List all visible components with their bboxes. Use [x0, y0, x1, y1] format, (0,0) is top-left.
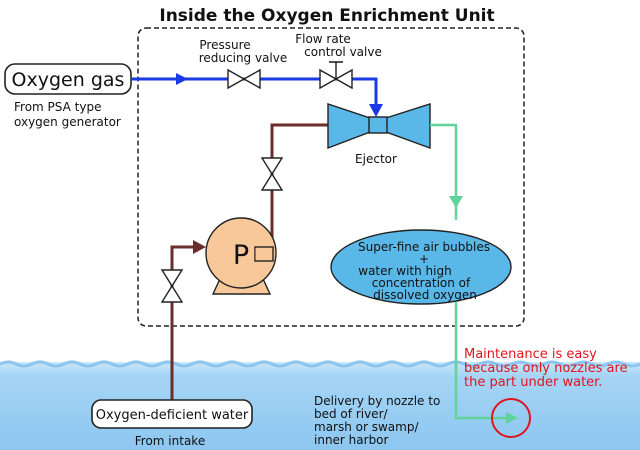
ejector-label: Ejector	[355, 152, 397, 166]
delivery-line4: inner harbor	[314, 433, 389, 447]
oxygen-source-line2: oxygen generator	[14, 115, 121, 129]
delivery-line3: marsh or swamp/	[314, 420, 419, 434]
bubbles-ellipse	[330, 229, 512, 305]
unit-enclosure	[137, 27, 525, 327]
water-waves	[0, 360, 640, 368]
bubbles-line5: dissolved oxygen	[373, 288, 477, 302]
maintenance-line3: the part under water.	[464, 375, 602, 390]
oxygen-supply-line	[131, 77, 378, 108]
flow-valve-label-line1: Flow rate	[295, 32, 351, 46]
maintenance-line1: Maintenance is easy	[464, 347, 597, 362]
bubbles-line4: concentration of	[372, 276, 471, 290]
pressure-reducing-valve	[227, 68, 261, 90]
pump-label: P	[233, 240, 249, 271]
water-intake-box	[91, 399, 253, 429]
pump	[205, 217, 277, 295]
oxygen-into-ejector-arrow	[369, 104, 383, 117]
pressure-valve-label-line1: Pressure	[199, 38, 250, 52]
nozzle-circle	[491, 398, 531, 438]
delivery-line1: Delivery by nozzle to	[314, 394, 440, 408]
pressure-valve-label-line2: reducing valve	[199, 51, 288, 65]
bubbles-line3: water with high	[358, 264, 451, 278]
ejector	[327, 103, 431, 150]
oxygen-source-line1: From PSA type	[14, 100, 101, 114]
outflow-arrow-down	[449, 196, 463, 208]
oxygen-flow-arrow	[176, 73, 188, 85]
water-intake-source: Oxygen-deficient water	[91, 399, 253, 429]
outflow-line	[430, 123, 458, 220]
bubbles-line2: +	[419, 252, 429, 266]
intake-to-pump-pipe	[170, 245, 195, 400]
pump-inlet-arrow	[193, 240, 206, 254]
ejector-line-valve	[260, 157, 284, 191]
water-intake-source-label: From intake	[135, 434, 205, 448]
diagram-title: Inside the Oxygen Enrichment Unit	[159, 6, 494, 26]
oxygen-gas-label: Oxygen gas	[12, 69, 125, 91]
maintenance-line2: because only nozzles are	[464, 361, 628, 376]
oxygen-gas-source: Oxygen gas	[4, 63, 132, 95]
delivery-line2: bed of river/	[314, 407, 388, 421]
bubbles-line1: Super-fine air bubbles	[358, 240, 490, 254]
outflow-arrow-right	[506, 412, 518, 424]
flow-valve-label-line2: control valve	[304, 45, 382, 59]
flow-rate-control-valve	[319, 61, 353, 90]
intake-line-valve	[160, 269, 184, 303]
water-intake-label: Oxygen-deficient water	[96, 408, 249, 423]
pump-to-ejector-pipe	[270, 123, 328, 252]
